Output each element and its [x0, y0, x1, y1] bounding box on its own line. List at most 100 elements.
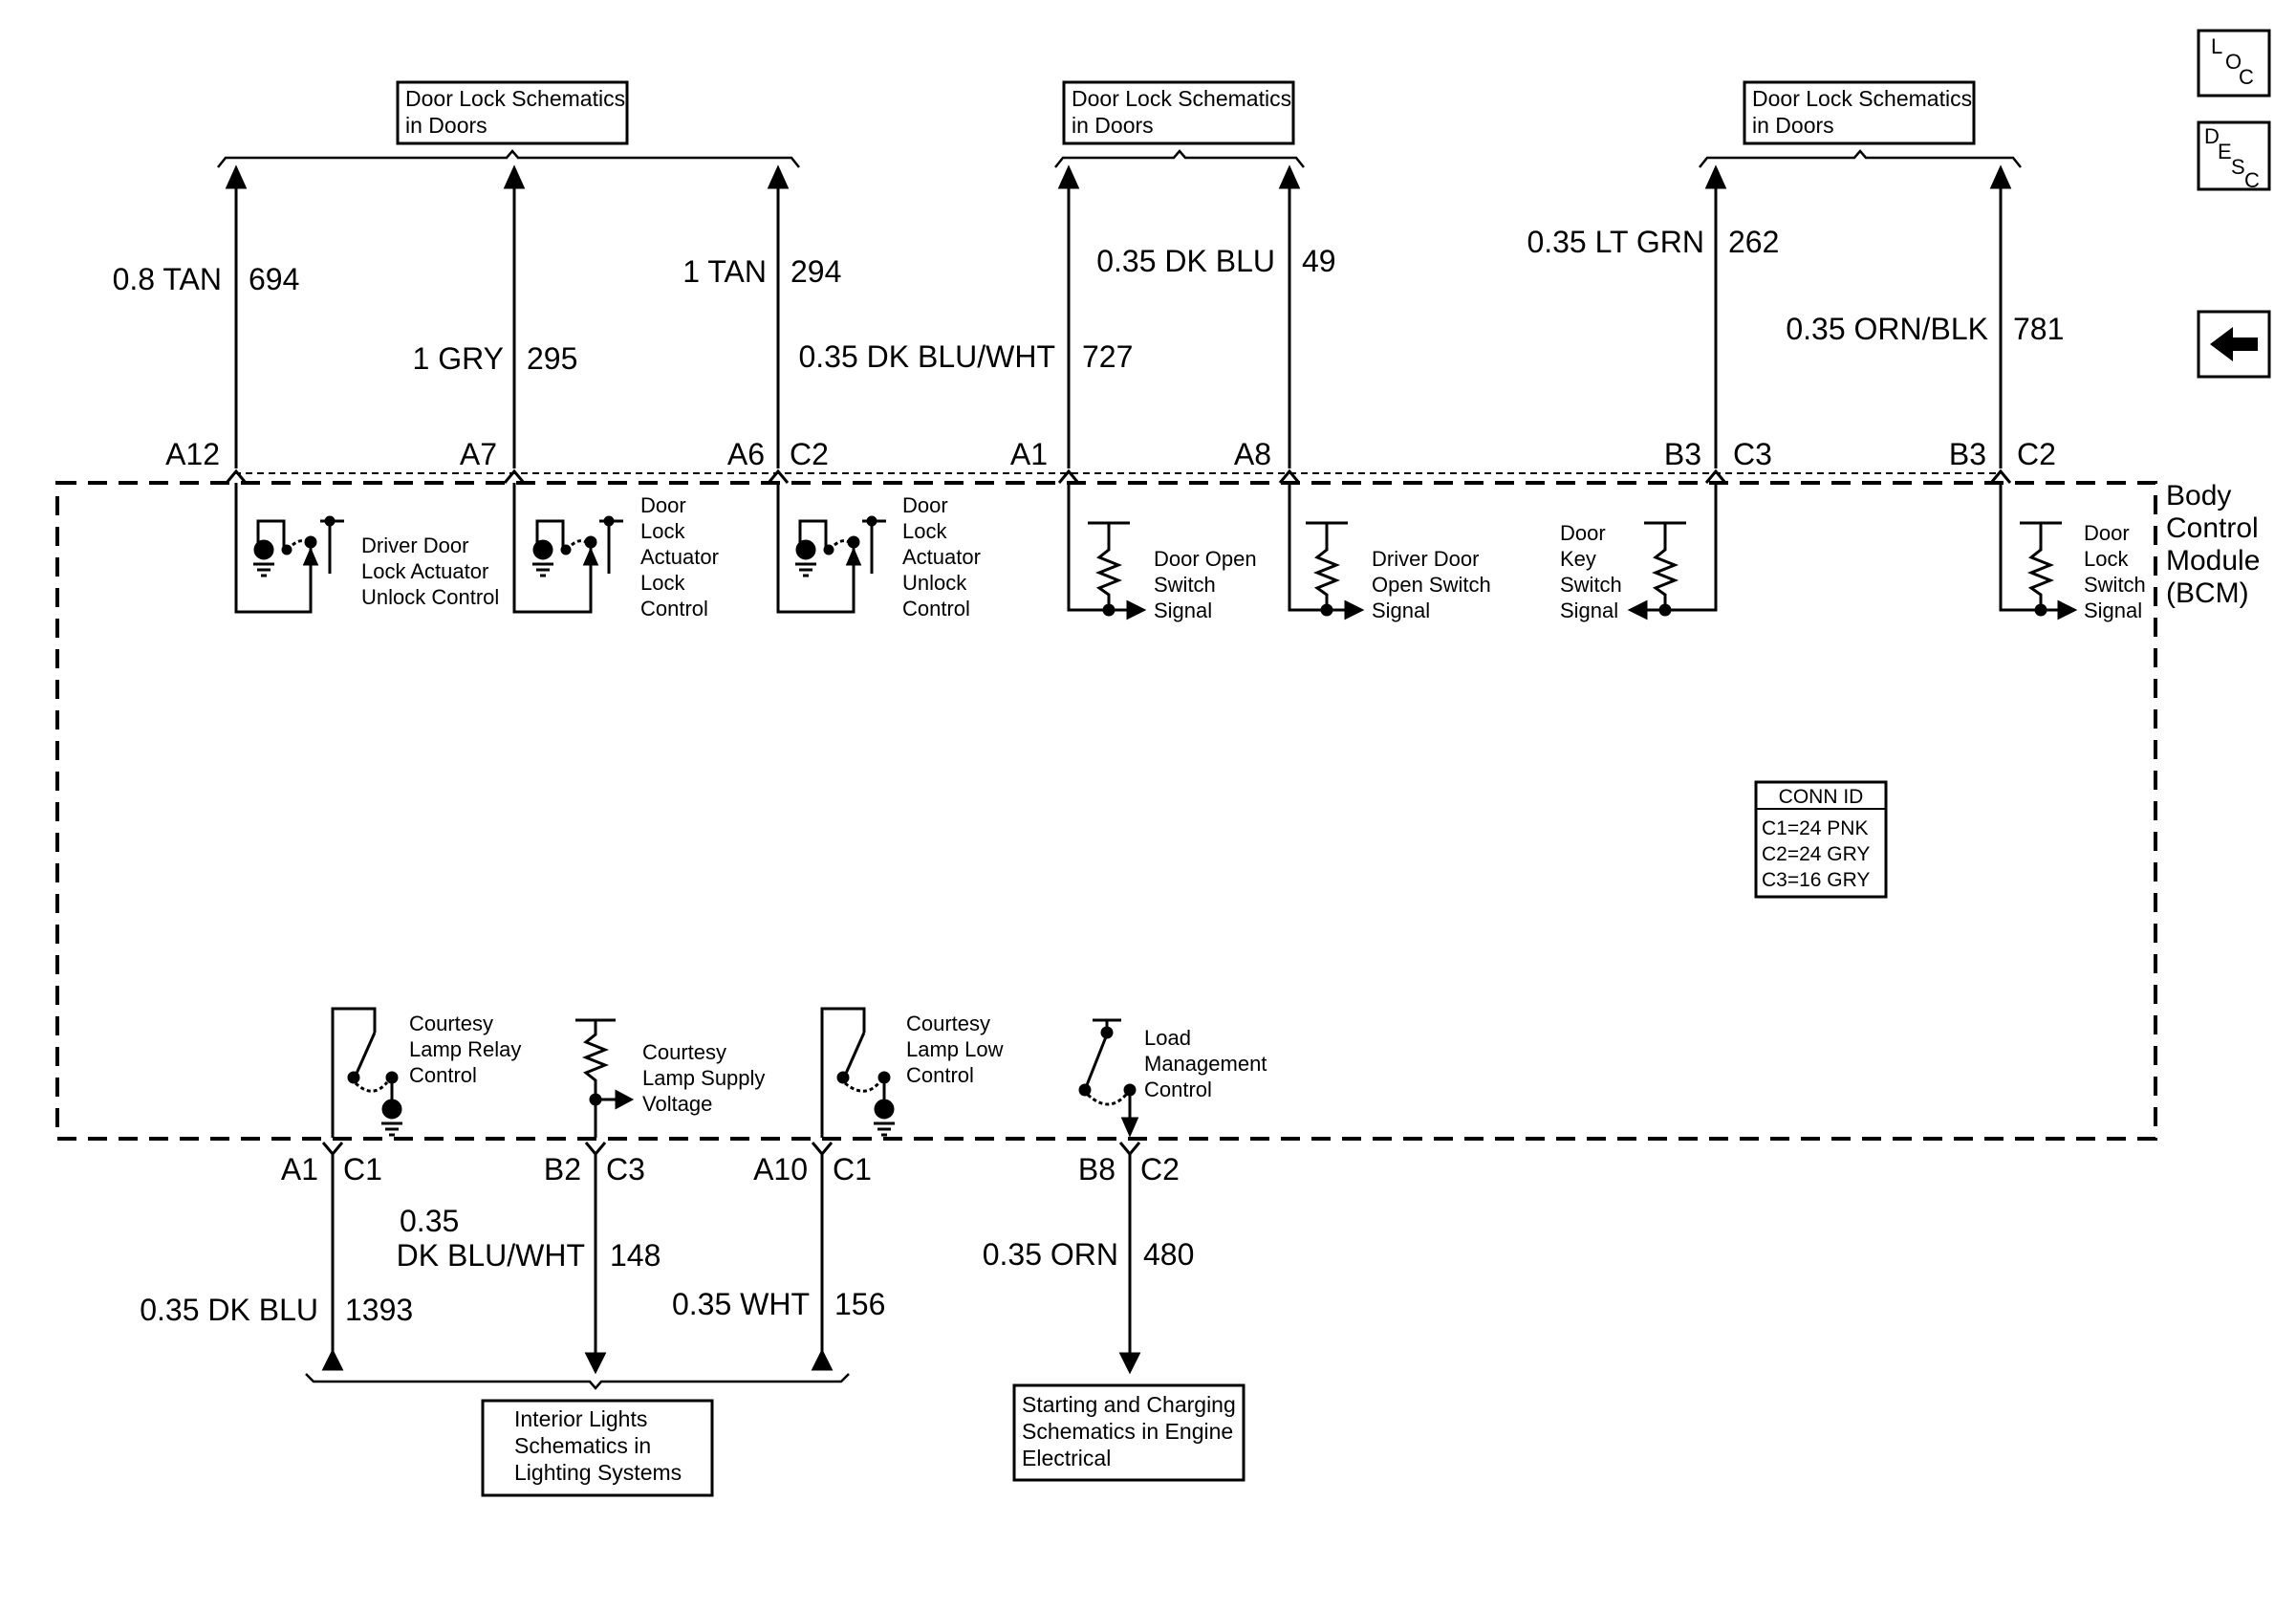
- courtesy-lamp-low-control-label: Courtesy Lamp Low Control: [906, 1012, 1004, 1087]
- svg-text:727: 727: [1082, 339, 1133, 374]
- svg-text:Signal: Signal: [2084, 599, 2142, 622]
- top-wire-labels: 0.8 TAN 694 1 GRY 295 1 TAN 294 0.35 DK …: [113, 225, 2065, 376]
- svg-text:Lock: Lock: [640, 571, 685, 595]
- door-open-switch-signal-label: Door Open Switch Signal: [1154, 547, 1257, 622]
- svg-text:Starting and Charging: Starting and Charging: [1022, 1392, 1236, 1417]
- svg-text:0.35 LT GRN: 0.35 LT GRN: [1527, 225, 1704, 259]
- svg-text:C2: C2: [1140, 1152, 1180, 1186]
- svg-text:Actuator: Actuator: [640, 545, 719, 569]
- ref-box-interior-lights[interactable]: Interior Lights Schematics in Lighting S…: [481, 1399, 714, 1497]
- svg-text:0.35 ORN/BLK: 0.35 ORN/BLK: [1786, 312, 1988, 346]
- svg-text:in Doors: in Doors: [1752, 113, 1834, 138]
- svg-text:Lock: Lock: [640, 519, 685, 543]
- svg-text:Unlock Control: Unlock Control: [361, 585, 499, 609]
- svg-text:A7: A7: [460, 437, 497, 471]
- svg-text:E: E: [2218, 140, 2232, 163]
- bottom-pin-labels: A1 C1 B2 C3 A10 C1 B8 C2: [281, 1152, 1180, 1186]
- svg-text:A1: A1: [1010, 437, 1048, 471]
- back-button[interactable]: [2197, 310, 2271, 379]
- svg-text:C2=24 GRY: C2=24 GRY: [1762, 843, 1870, 865]
- svg-text:Interior Lights: Interior Lights: [514, 1406, 647, 1431]
- driver-door-open-switch-circuit: [1288, 497, 1365, 620]
- svg-text:C: C: [2244, 168, 2260, 192]
- bcm-module-boundary: [55, 481, 2157, 1141]
- top-pin-labels: A12 A7 A6 C2 A1 A8 B3 C3 B3 C2: [165, 437, 2056, 471]
- svg-text:Door Lock Schematics: Door Lock Schematics: [1072, 86, 1291, 111]
- svg-text:Control: Control: [1144, 1078, 1212, 1101]
- svg-text:S: S: [2231, 155, 2245, 179]
- svg-text:0.35 DK BLU: 0.35 DK BLU: [140, 1293, 318, 1327]
- svg-text:Courtesy: Courtesy: [642, 1040, 726, 1064]
- svg-text:B8: B8: [1078, 1152, 1116, 1186]
- svg-text:Schematics in: Schematics in: [514, 1433, 651, 1458]
- svg-text:A10: A10: [753, 1152, 808, 1186]
- desc-button[interactable]: D E S C: [2197, 120, 2271, 192]
- svg-text:Door: Door: [1560, 521, 1606, 545]
- svg-text:L: L: [2211, 34, 2222, 58]
- svg-text:Signal: Signal: [1154, 599, 1212, 622]
- svg-text:A8: A8: [1234, 437, 1271, 471]
- brace-right: [1699, 149, 2022, 168]
- svg-text:Door Open: Door Open: [1154, 547, 1257, 571]
- svg-text:Voltage: Voltage: [642, 1092, 712, 1116]
- ref-box-door-lock-mid[interactable]: Door Lock Schematics in Doors: [1062, 80, 1295, 145]
- svg-text:Lamp Low: Lamp Low: [906, 1037, 1004, 1061]
- svg-text:480: 480: [1143, 1237, 1194, 1272]
- svg-text:0.35 WHT: 0.35 WHT: [672, 1287, 810, 1321]
- svg-text:295: 295: [527, 341, 577, 376]
- door-lock-actuator-unlock-label: Door Lock Actuator Unlock Control: [902, 493, 981, 620]
- door-open-switch-signal-circuit: [1067, 497, 1147, 620]
- svg-text:Signal: Signal: [1372, 599, 1430, 622]
- ref-box-door-lock-left[interactable]: Door Lock Schematics in Doors: [396, 80, 629, 145]
- door-lock-switch-circuit: [1999, 497, 2078, 620]
- svg-text:Control: Control: [640, 597, 708, 620]
- door-lock-actuator-lock-circuit: [512, 497, 623, 614]
- svg-text:694: 694: [249, 262, 299, 296]
- loc-button[interactable]: L O C: [2197, 29, 2271, 98]
- svg-text:Lock Actuator: Lock Actuator: [361, 559, 488, 583]
- svg-text:Control: Control: [2166, 512, 2259, 544]
- brace-left: [217, 149, 800, 168]
- brace-mid: [1054, 149, 1305, 168]
- svg-text:0.35 DK BLU/WHT: 0.35 DK BLU/WHT: [798, 339, 1055, 374]
- ref-box-starting-charging[interactable]: Starting and Charging Schematics in Engi…: [1012, 1383, 1245, 1482]
- svg-text:B3: B3: [1949, 437, 1986, 471]
- bcm-label: Body Control Module (BCM): [2166, 480, 2260, 609]
- svg-text:A12: A12: [165, 437, 220, 471]
- svg-text:Driver Door: Driver Door: [361, 533, 468, 557]
- svg-text:Courtesy: Courtesy: [409, 1012, 493, 1035]
- svg-text:DK BLU/WHT: DK BLU/WHT: [397, 1238, 585, 1273]
- load-management-control-circuit: [1078, 1018, 1139, 1138]
- svg-text:Door Lock Schematics: Door Lock Schematics: [1752, 86, 1972, 111]
- svg-text:C1: C1: [833, 1152, 872, 1186]
- ref-box-door-lock-right[interactable]: Door Lock Schematics in Doors: [1743, 80, 1976, 145]
- door-key-switch-circuit: [1627, 497, 1718, 620]
- svg-text:Door: Door: [902, 493, 948, 517]
- svg-text:Management: Management: [1144, 1052, 1267, 1076]
- svg-text:C: C: [2239, 65, 2254, 89]
- svg-text:C1: C1: [343, 1152, 382, 1186]
- svg-text:O: O: [2225, 50, 2242, 74]
- svg-text:148: 148: [610, 1238, 661, 1273]
- courtesy-lamp-supply-voltage-circuit: [575, 1018, 635, 1138]
- conn-id-table: CONN ID C1=24 PNK C2=24 GRY C3=16 GRY: [1754, 780, 1888, 899]
- svg-text:0.35 ORN: 0.35 ORN: [983, 1237, 1118, 1272]
- bottom-connector-chevrons: [321, 1142, 1141, 1157]
- svg-text:Unlock: Unlock: [902, 571, 967, 595]
- svg-text:Signal: Signal: [1560, 599, 1618, 622]
- svg-text:Switch: Switch: [2084, 573, 2146, 597]
- brace-bottom: [305, 1373, 850, 1390]
- svg-text:Lamp Relay: Lamp Relay: [409, 1037, 521, 1061]
- svg-text:C2: C2: [2017, 437, 2056, 471]
- courtesy-lamp-relay-control-label: Courtesy Lamp Relay Control: [409, 1012, 521, 1087]
- svg-text:Lock: Lock: [902, 519, 947, 543]
- svg-text:CONN ID: CONN ID: [1779, 786, 1864, 808]
- top-wires: [225, 164, 2012, 468]
- svg-text:262: 262: [1728, 225, 1779, 259]
- svg-text:0.35: 0.35: [400, 1204, 459, 1238]
- svg-text:Courtesy: Courtesy: [906, 1012, 990, 1035]
- svg-text:Key: Key: [1560, 547, 1596, 571]
- svg-text:Door Lock Schematics: Door Lock Schematics: [405, 86, 625, 111]
- svg-text:1393: 1393: [345, 1293, 413, 1327]
